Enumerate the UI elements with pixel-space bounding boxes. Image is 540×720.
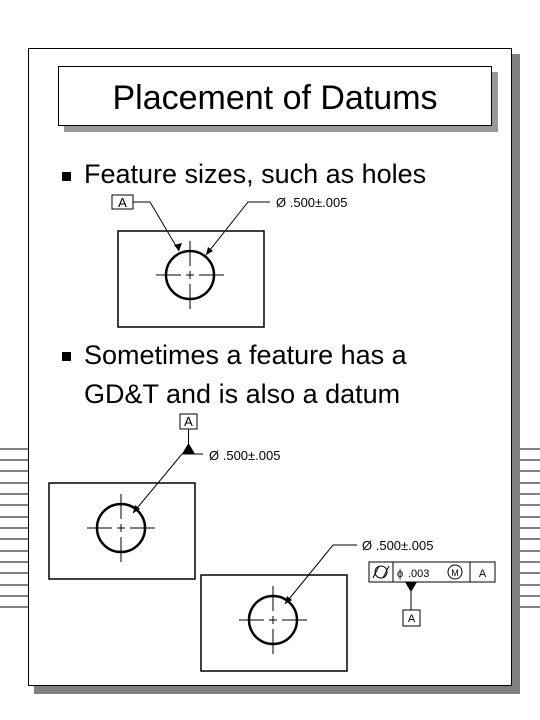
diameter-symbol: ϕ — [397, 568, 403, 580]
title-box: Placement of Datums — [58, 66, 492, 126]
bullet-text-2-line-2: GD&T and is also a datum — [84, 379, 401, 409]
bullet-marker — [62, 352, 71, 361]
tolerance-value: .003 — [408, 568, 429, 580]
datum-reference: A — [479, 568, 487, 580]
dimension-leader — [205, 201, 270, 256]
datum-feature-box — [402, 609, 421, 627]
cylindricity-icon — [372, 565, 390, 579]
arrowhead — [285, 596, 292, 604]
diagram-fcf-datum: Ø .500±.005 ϕ .003 M A A — [200, 538, 496, 672]
datum-leader — [133, 201, 180, 252]
arrowhead — [206, 247, 213, 255]
part-outline — [117, 230, 265, 328]
part-outline — [48, 482, 196, 580]
dimension-leader — [284, 544, 357, 605]
centerline-cross — [156, 241, 224, 309]
arrowhead — [133, 505, 140, 513]
mmc-modifier-icon — [447, 564, 463, 580]
datum-label: A — [408, 613, 416, 625]
centerline-cross — [87, 494, 155, 562]
dimension-leader — [132, 453, 203, 514]
datum-triangle — [182, 443, 195, 454]
centerline-cross — [239, 586, 307, 654]
page-title: Placement of Datums — [112, 79, 438, 117]
part-outline — [200, 574, 348, 672]
dimension-text: Ø .500±.005 — [276, 195, 347, 210]
diagram-gdt-datum: A Ø .500±.005 — [48, 413, 280, 580]
datum-label: A — [118, 195, 127, 210]
modifier-letter: M — [451, 568, 459, 578]
bullet-text-2-line-1: Sometimes a feature has a — [84, 340, 407, 370]
bullet-text-1: Feature sizes, such as holes — [84, 159, 427, 189]
feature-control-frame: ϕ .003 M A — [368, 561, 496, 583]
bullet-marker — [62, 172, 71, 181]
diagram-hole-datum: A Ø .500±.005 — [111, 194, 347, 328]
datum-label: A — [184, 414, 193, 429]
dimension-text: Ø .500±.005 — [209, 448, 280, 463]
dimension-text: Ø .500±.005 — [362, 538, 433, 553]
datum-triangle — [405, 582, 417, 592]
datum-triangle — [174, 243, 182, 251]
